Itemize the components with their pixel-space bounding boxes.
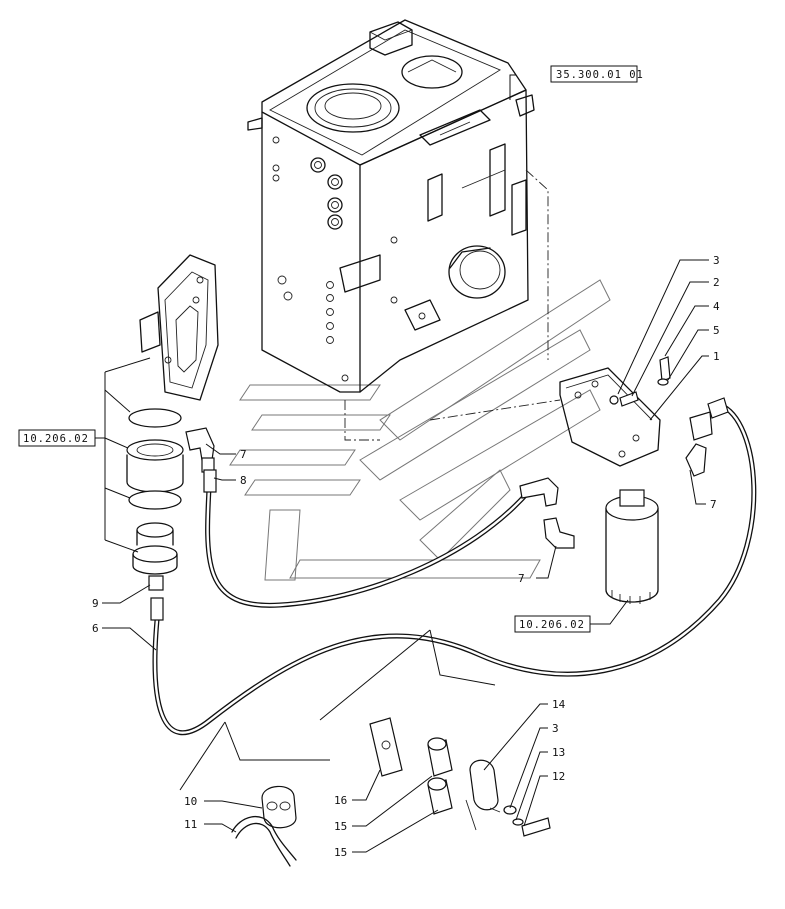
callout-6: 6 <box>92 622 99 635</box>
callout-10: 10 <box>184 795 197 808</box>
callout-14: 14 <box>552 698 566 711</box>
callout-2: 2 <box>713 276 720 289</box>
callout-13: 13 <box>552 746 565 759</box>
tank-front-fittings <box>272 136 398 382</box>
reference-filter-head[interactable]: 10.206.02 <box>18 429 96 447</box>
reference-tank[interactable]: 35.300.01 01 <box>550 65 644 83</box>
callout-12: 12 <box>552 770 565 783</box>
reference-tank-label: 35.300.01 01 <box>556 69 644 81</box>
callout-15-upper: 15 <box>334 820 347 833</box>
callout-8: 8 <box>240 474 247 487</box>
callout-7-bottom: 7 <box>518 572 525 585</box>
callout-7-left: 7 <box>240 448 247 461</box>
watermark-emblem <box>229 279 611 581</box>
filter-head-seals <box>126 408 184 575</box>
seal-group-leaders <box>95 357 151 553</box>
callout-3-top: 3 <box>713 254 720 267</box>
hydraulic-tank <box>247 19 535 393</box>
reference-filter-label: 10.206.02 <box>519 619 585 631</box>
bracket-fasteners <box>609 356 671 407</box>
callout-7-right: 7 <box>710 498 717 511</box>
clamp-kit <box>179 629 551 867</box>
reference-filter-head-label: 10.206.02 <box>23 433 89 445</box>
callout-1: 1 <box>713 350 720 363</box>
callout-11: 11 <box>184 818 197 831</box>
callout-numbers: 3 2 4 5 1 7 8 7 7 9 6 14 3 13 12 10 11 1… <box>92 254 720 859</box>
filter-bracket <box>559 367 661 467</box>
filter-canister <box>605 489 659 604</box>
fittings <box>148 397 729 621</box>
callout-3-bottom: 3 <box>552 722 559 735</box>
callout-5: 5 <box>713 324 720 337</box>
hoses <box>152 402 757 736</box>
callout-4: 4 <box>713 300 720 313</box>
filter-head-housing <box>139 254 219 401</box>
callout-16: 16 <box>334 794 347 807</box>
callout-9: 9 <box>92 597 99 610</box>
reference-filter[interactable]: 10.206.02 <box>514 615 591 633</box>
callout-15-lower: 15 <box>334 846 347 859</box>
leader-lines <box>102 74 709 853</box>
